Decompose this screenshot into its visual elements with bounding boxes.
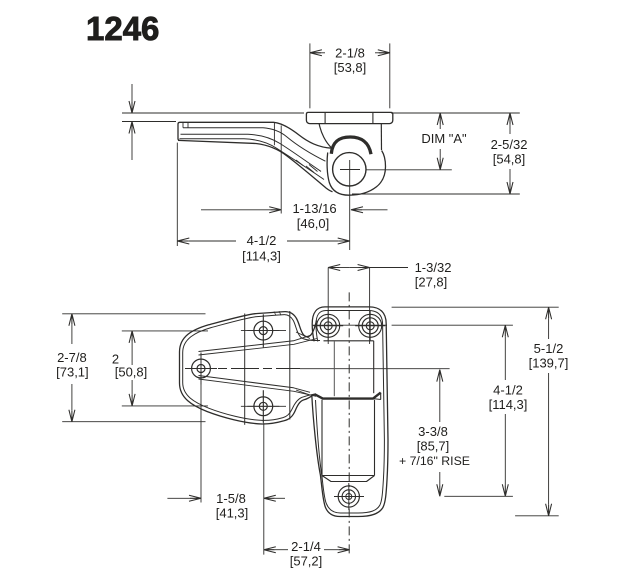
svg-text:[41,3]: [41,3] [216, 506, 249, 521]
svg-text:[53,8]: [53,8] [334, 60, 367, 75]
svg-text:1246: 1246 [86, 10, 159, 47]
svg-text:[27,8]: [27,8] [415, 275, 448, 290]
svg-text:1-3/32: 1-3/32 [415, 260, 452, 275]
svg-text:[73,1]: [73,1] [56, 365, 89, 380]
svg-text:DIM "A": DIM "A" [421, 131, 467, 146]
svg-text:2-5/32: 2-5/32 [491, 137, 528, 152]
svg-text:1-13/16: 1-13/16 [292, 201, 336, 216]
svg-text:2-7/8: 2-7/8 [57, 350, 87, 365]
svg-text:[114,3]: [114,3] [489, 397, 528, 412]
svg-text:[46,0]: [46,0] [297, 216, 330, 231]
svg-text:[57,2]: [57,2] [290, 554, 323, 569]
svg-text:+ 7/16" RISE: + 7/16" RISE [399, 454, 470, 468]
svg-text:[139,7]: [139,7] [529, 356, 569, 371]
svg-text:2-1/8: 2-1/8 [335, 45, 365, 60]
svg-text:[114,3]: [114,3] [242, 248, 281, 263]
svg-text:[50,8]: [50,8] [115, 365, 148, 380]
svg-text:4-1/2: 4-1/2 [247, 233, 277, 248]
svg-text:4-1/2: 4-1/2 [493, 383, 523, 398]
svg-text:[54,8]: [54,8] [493, 151, 526, 166]
svg-text:[85,7]: [85,7] [417, 438, 450, 453]
svg-text:5-1/2: 5-1/2 [534, 341, 564, 356]
svg-text:2: 2 [112, 352, 119, 367]
svg-text:2-1/4: 2-1/4 [291, 539, 321, 554]
svg-text:3-3/8: 3-3/8 [418, 424, 448, 439]
svg-text:1-5/8: 1-5/8 [216, 491, 246, 506]
